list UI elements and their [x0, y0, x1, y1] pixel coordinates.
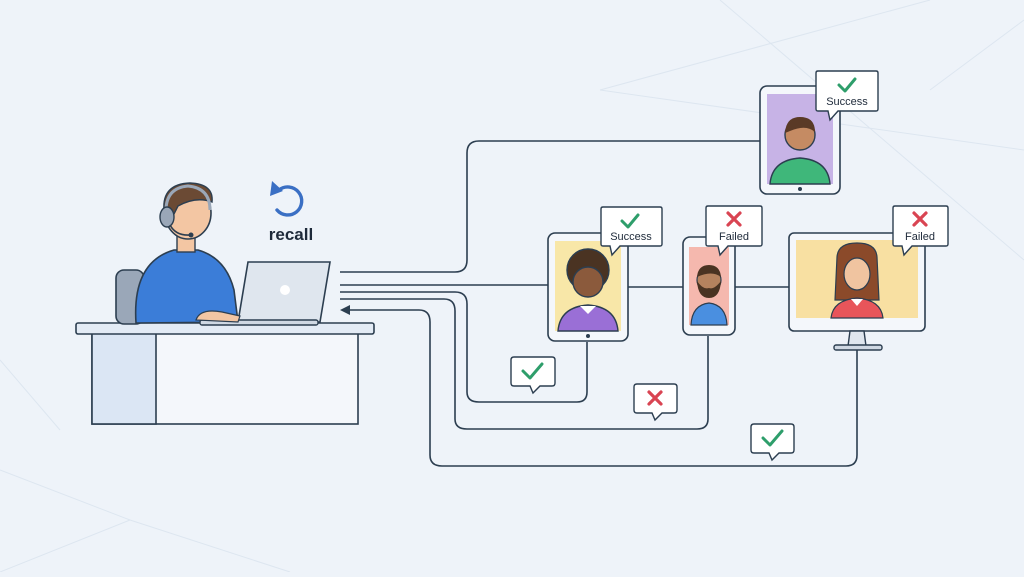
status-badge-success-mid: Success: [600, 206, 663, 257]
recall-icon: [270, 181, 304, 217]
status-badge-success-top: Success: [815, 70, 879, 122]
tablet-device-mid: [547, 232, 629, 342]
headset-agent-icon: [115, 182, 239, 325]
status-text: Success: [610, 231, 652, 243]
recall-label: recall: [269, 225, 313, 244]
phone-device: [682, 236, 736, 336]
return-line-tablet: [340, 291, 588, 403]
laptop-icon: [195, 261, 331, 326]
line-to-tablet-top: [340, 140, 760, 273]
return-arrow-head: [340, 305, 350, 315]
return-badge-check-1: [510, 356, 556, 395]
status-badge-failed-phone: Failed: [705, 205, 763, 257]
desk: [75, 322, 375, 425]
status-badge-failed-monitor: Failed: [892, 205, 949, 257]
return-badge-cross: [633, 383, 678, 422]
return-line-phone: [340, 298, 709, 430]
return-line-monitor: [350, 309, 858, 467]
status-text: Failed: [719, 231, 749, 243]
status-text: Success: [826, 96, 868, 108]
return-badge-check-2: [750, 423, 795, 462]
status-text: Failed: [905, 231, 935, 243]
connection-lines: [340, 140, 858, 467]
monitor-device: [788, 232, 926, 351]
